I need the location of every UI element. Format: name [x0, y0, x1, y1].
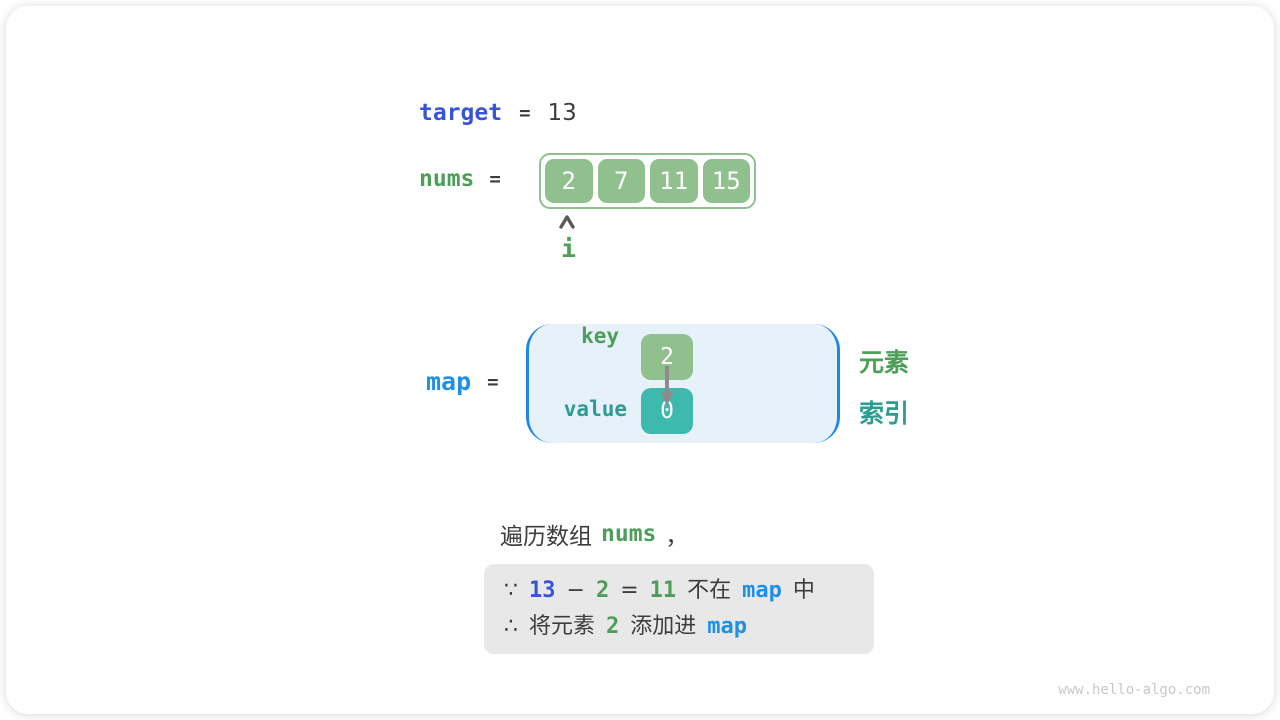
target-equals: =	[519, 102, 531, 124]
note-line-1: ∵ 13 − 2 = 11 不在 map 中	[504, 575, 854, 607]
map-label-row: map =	[426, 367, 499, 396]
index-caret-icon	[558, 214, 576, 230]
map-value-label: value	[563, 397, 627, 421]
diagram-card: target = 13 nums = 2 7 11 15 i map =	[6, 6, 1274, 714]
map-key-value: 2	[660, 344, 674, 370]
note-text-3: 将元素	[529, 614, 596, 639]
map-label: map	[426, 367, 472, 396]
nums-label-row: nums =	[419, 166, 501, 192]
target-row: target = 13	[419, 100, 577, 126]
equals-sign: =	[620, 578, 639, 603]
target-value: 13	[547, 100, 577, 126]
note-line-2: ∴ 将元素 2 添加进 map	[504, 611, 854, 643]
note-code-map-2: map	[707, 614, 748, 639]
nums-array: 2 7 11 15	[539, 153, 756, 209]
minus-sign: −	[566, 578, 585, 603]
index-pointer-label: i	[561, 234, 577, 263]
note-text-1: 不在	[687, 578, 732, 603]
note-element-value-2: 2	[606, 614, 620, 639]
because-symbol: ∵	[504, 578, 518, 603]
map-container: key value 2 0	[526, 324, 840, 443]
caption-text-after: ，	[665, 524, 689, 550]
array-cell: 11	[650, 159, 698, 203]
nums-label: nums	[419, 166, 475, 192]
array-cell-value: 15	[711, 167, 741, 195]
array-cell-value: 11	[659, 167, 689, 195]
caption-text-before: 遍历数组	[500, 524, 592, 550]
array-cell: 2	[545, 159, 593, 203]
caption-row: 遍历数组 nums ，	[500, 517, 688, 551]
array-cell: 15	[702, 159, 750, 203]
therefore-symbol: ∴	[504, 614, 518, 639]
target-label: target	[419, 100, 503, 126]
note-text-4: 添加进	[630, 614, 697, 639]
watermark: www.hello-algo.com	[1058, 682, 1210, 698]
caption-code-nums: nums	[601, 521, 657, 547]
map-key-label: key	[581, 324, 619, 348]
note-element-value: 2	[595, 578, 610, 603]
key-value-arrow-icon	[659, 364, 675, 414]
note-code-map: map	[742, 578, 782, 603]
map-value-value: 0	[660, 398, 674, 424]
note-target-value: 13	[529, 578, 556, 603]
map-equals: =	[487, 370, 499, 393]
note-box: ∵ 13 − 2 = 11 不在 map 中 ∴ 将元素 2 添加进 map	[484, 564, 874, 654]
legend-index-label: 索引	[859, 399, 910, 428]
array-cell: 7	[597, 159, 645, 203]
note-difference-value: 11	[649, 578, 677, 603]
array-cell-value: 2	[561, 167, 576, 195]
array-cell-value: 7	[614, 167, 629, 195]
legend-element-label: 元素	[859, 348, 910, 377]
note-text-2: 中	[792, 578, 815, 603]
nums-equals: =	[489, 168, 501, 190]
